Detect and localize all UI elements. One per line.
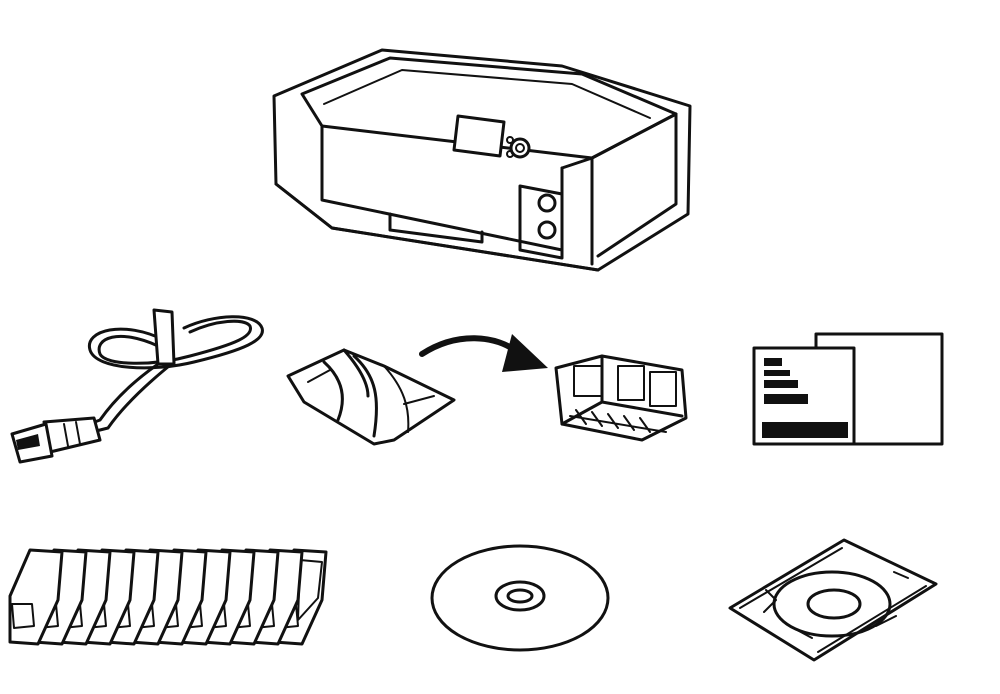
arrow-icon bbox=[416, 328, 556, 388]
ink-tank bbox=[8, 548, 64, 646]
ink-tank-icon bbox=[4, 540, 344, 660]
power-cord-icon bbox=[4, 300, 274, 470]
printer-icon bbox=[262, 18, 702, 288]
print-head-icon bbox=[546, 346, 696, 446]
document-icon bbox=[750, 330, 950, 450]
disc-icon bbox=[428, 542, 612, 654]
package-icon bbox=[284, 336, 464, 456]
disc-tray-icon bbox=[726, 530, 942, 670]
